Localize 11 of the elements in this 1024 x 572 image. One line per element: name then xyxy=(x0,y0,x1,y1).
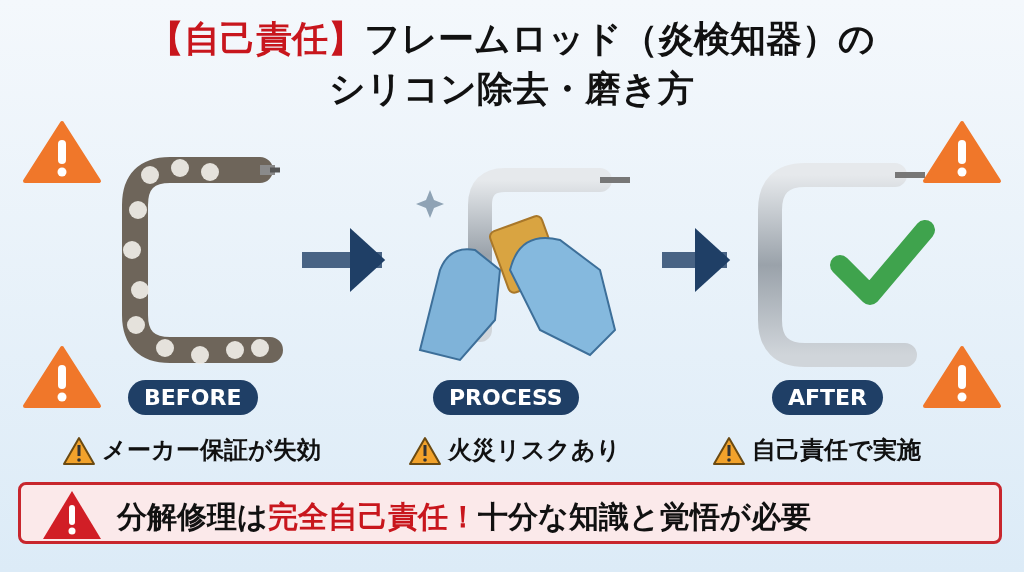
warning-text: 分解修理は完全自己責任！十分な知識と覚悟が必要 xyxy=(117,498,811,536)
title: 【自己責任】フレームロッド（炎検知器）のシリコン除去・磨き方 xyxy=(147,17,877,111)
stage-badge: BEFORE xyxy=(128,380,258,415)
warning-caption: 火災リスクあり xyxy=(448,435,621,466)
arrow xyxy=(302,228,386,292)
warning-caption: メーカー保証が失効 xyxy=(102,435,321,466)
warning-banner xyxy=(18,482,1002,544)
stage-badge: PROCESS xyxy=(433,380,579,415)
arrow xyxy=(662,228,731,292)
warning-caption: 自己責任で実施 xyxy=(752,435,921,466)
stage-badge: AFTER xyxy=(772,380,884,415)
